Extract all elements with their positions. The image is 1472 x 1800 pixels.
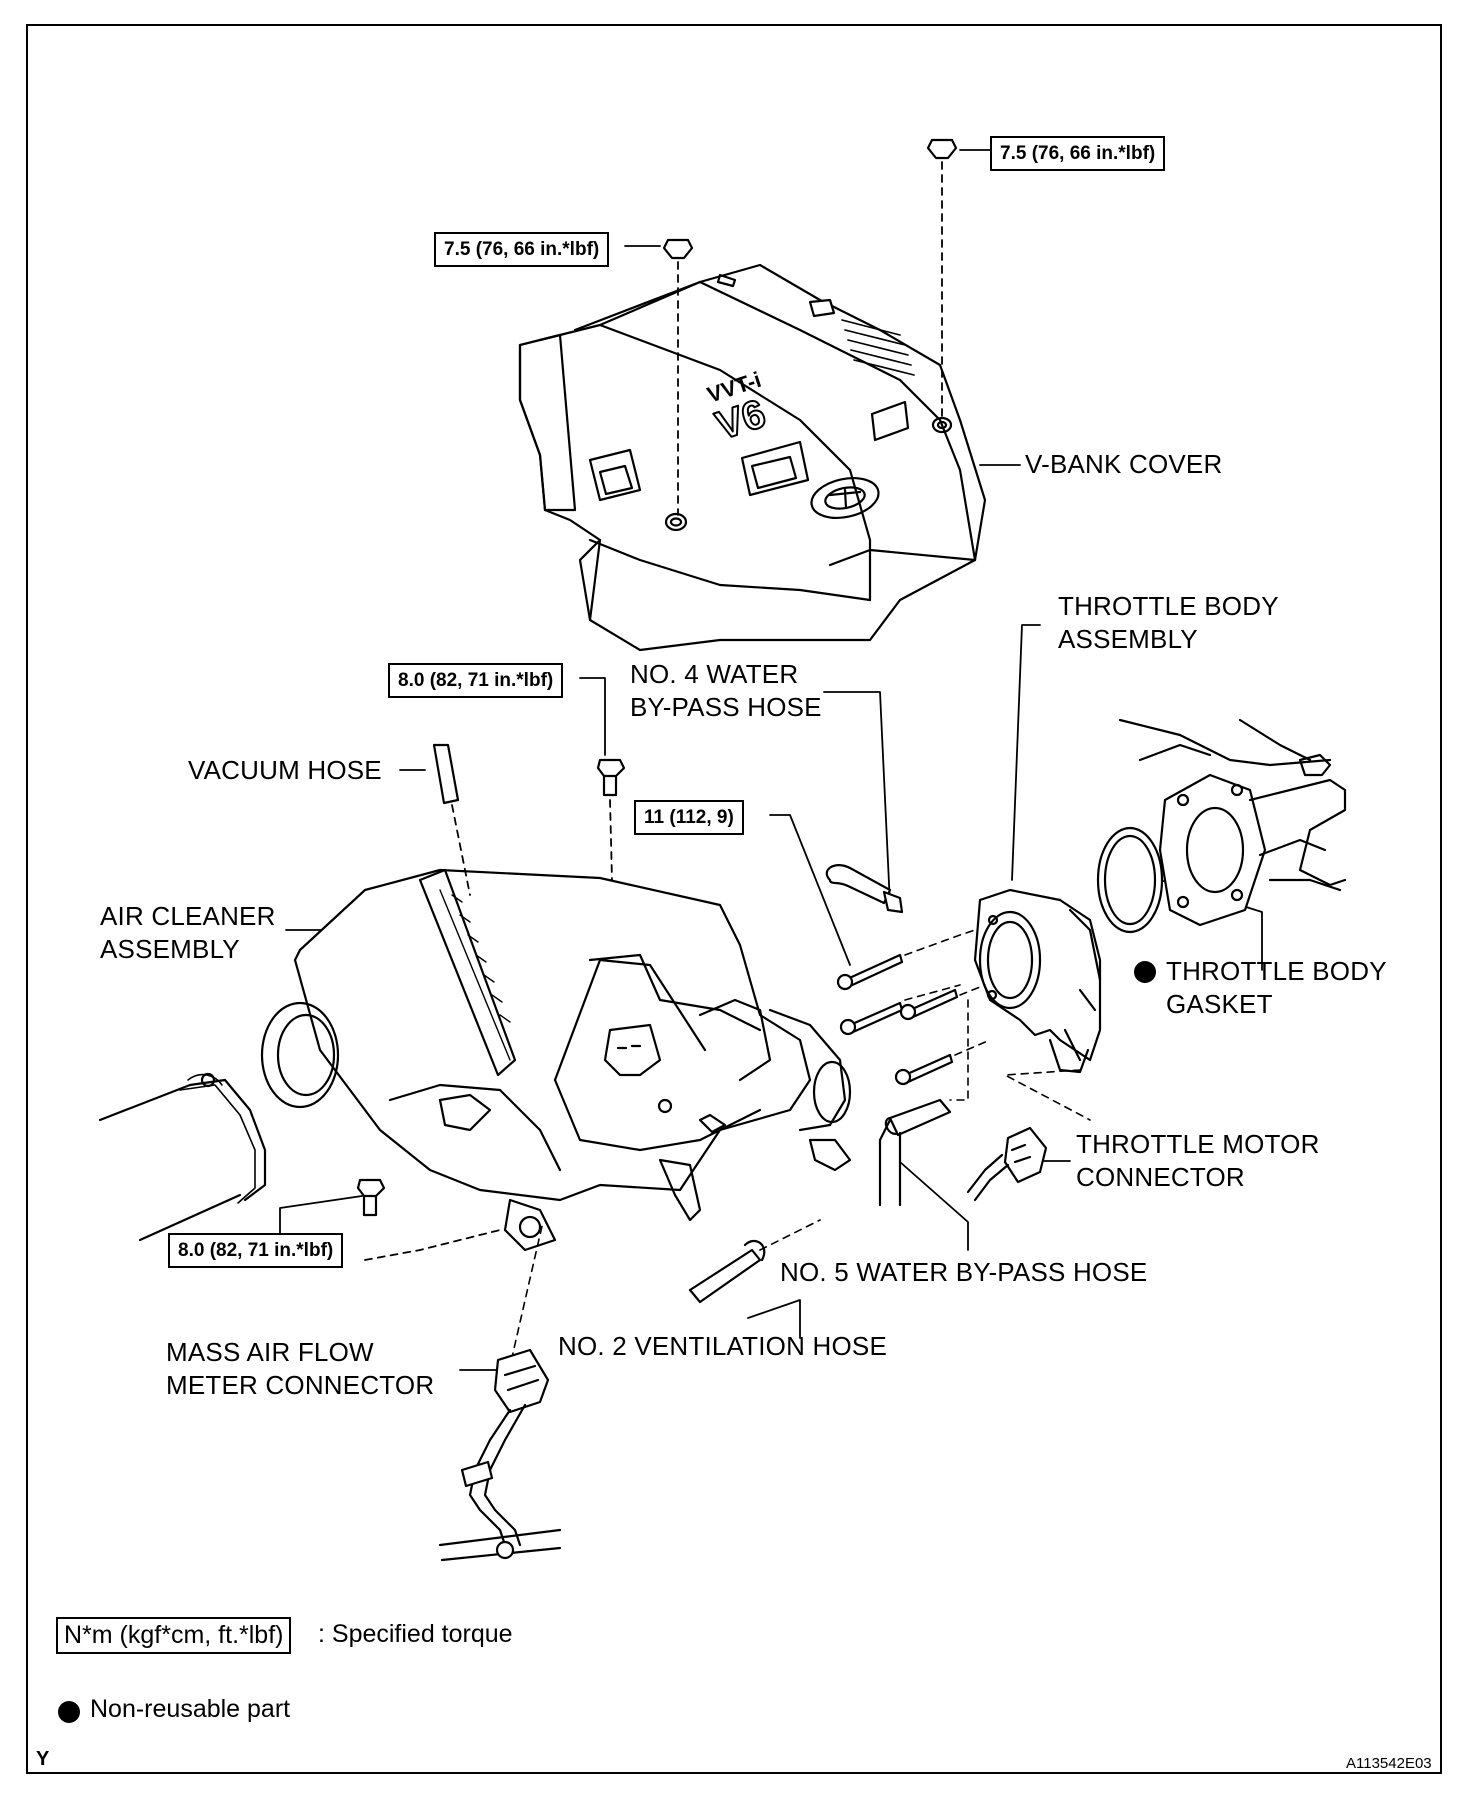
label-air-cleaner-2: ASSEMBLY [100,934,240,964]
legend-torque-box: N*m (kgf*cm, ft.*lbf) [56,1617,292,1654]
torque-cover-right: 7.5 (76, 66 in.*lbf) [990,136,1166,171]
label-gasket-1: THROTTLE BODY [1166,956,1387,986]
v-bank-cover: VVT-i V6 [518,263,987,652]
air-cleaner-top-bolt [596,758,626,881]
label-air-cleaner-1: AIR CLEANER [100,901,276,931]
intake-hose [98,1072,267,1242]
leader-lines [279,149,1263,1371]
no5-water-bypass-hose [878,1098,952,1207]
throttle-body [973,888,1102,1074]
cover-nuts [662,138,958,516]
label-motor-connector-1: THROTTLE MOTOR [1076,1129,1320,1159]
label-throttle-body-assembly-2: ASSEMBLY [1058,624,1198,654]
torque-air-cleaner-bottom: 8.0 (82, 71 in.*lbf) [168,1233,344,1268]
no4-water-bypass-hose [825,864,904,914]
torque-air-cleaner-top: 8.0 (82, 71 in.*lbf) [388,663,564,698]
label-vacuum-hose: VACUUM HOSE [188,755,382,785]
intake-plenum [1118,718,1347,927]
label-no4-hose-1: NO. 4 WATER [630,659,799,689]
label-motor-connector-2: CONNECTOR [1076,1162,1245,1192]
label-no5-hose: NO. 5 WATER BY-PASS HOSE [780,1257,1148,1287]
label-maf-2: METER CONNECTOR [166,1370,435,1400]
label-throttle-body-assembly-1: THROTTLE BODY [1058,591,1279,621]
no2-ventilation-hose [688,1219,821,1304]
label-v-bank-cover: V-BANK COVER [1025,449,1223,479]
torque-throttle-bolts: 11 (112, 9) [634,800,744,835]
label-no2-vent-hose: NO. 2 VENTILATION HOSE [558,1331,887,1361]
torque-cover-left: 7.5 (76, 66 in.*lbf) [434,232,610,267]
legend-nonreusable: Non-reusable part [90,1695,291,1723]
figure-id: A113542E03 [1346,1755,1432,1772]
mass-air-flow-connector [438,1225,562,1562]
air-cleaner-bottom-bolt [356,1178,501,1261]
label-gasket-2: GASKET [1166,989,1273,1019]
corner-letter: Y [36,1748,50,1770]
label-maf-1: MASS AIR FLOW [166,1337,374,1367]
label-no4-hose-2: BY-PASS HOSE [630,692,822,722]
legend-torque-desc: : Specified torque [318,1620,513,1648]
legend-nonreusable-dot [58,1701,80,1723]
air-cleaner-assembly [260,868,852,1252]
throttle-motor-connector [966,1126,1048,1202]
throttle-body-gasket [1096,826,1164,934]
throttle-body-bolts [836,929,1091,1121]
nonreusable-dot-gasket [1134,961,1156,983]
vacuum-hose [432,743,471,896]
diagram-frame [26,24,1442,1774]
